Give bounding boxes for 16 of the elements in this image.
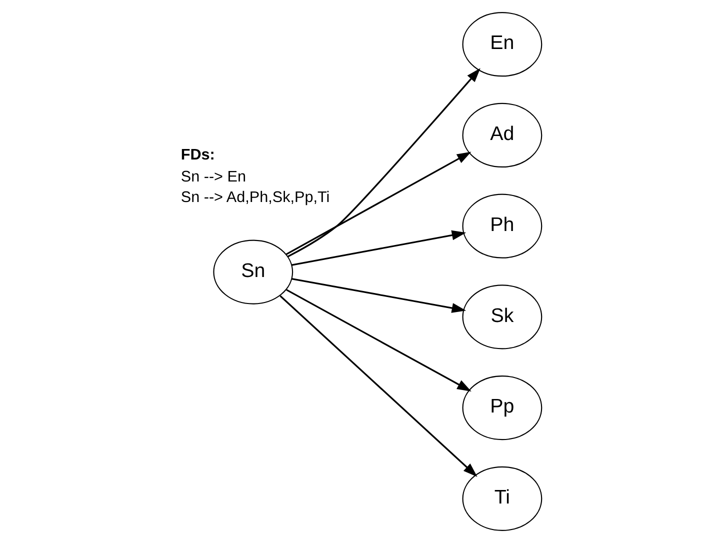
label: Sn --> Ad,Ph,Sk,Pp,Ti [180, 189, 330, 206]
node-ellipse: Ph [462, 194, 542, 258]
arrow [285, 152, 471, 256]
node-ellipse: En [462, 12, 542, 77]
node-ellipse: Ti [462, 466, 542, 531]
arrow [291, 278, 466, 313]
node-ellipse: Sk [462, 284, 542, 350]
node-ellipse: Ad [462, 102, 542, 168]
node-ellipse: Pp [462, 376, 542, 440]
node-ellipse: Sn [212, 240, 293, 304]
arrow [287, 68, 480, 258]
arrow [291, 230, 466, 266]
arrow [279, 295, 477, 477]
label: FDs: [180, 146, 214, 164]
label: Sn --> En [180, 168, 246, 186]
arrow [286, 289, 471, 392]
